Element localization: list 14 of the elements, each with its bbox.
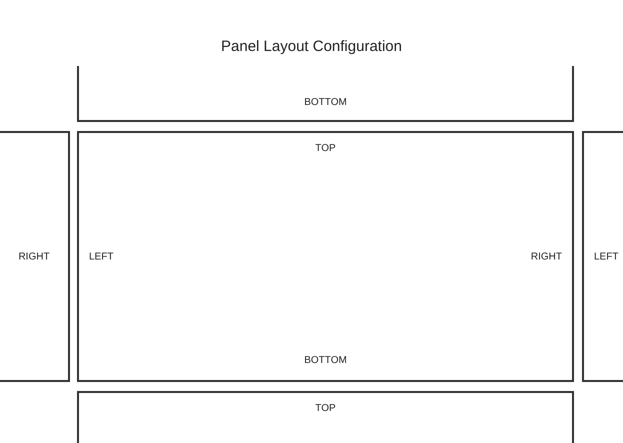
panel-label: TOP <box>315 403 336 414</box>
panel-label: RIGHT <box>18 251 50 262</box>
panel-frame <box>0 131 70 382</box>
diagram-title: Panel Layout Configuration <box>220 38 403 55</box>
panel-frame <box>582 131 623 382</box>
panel-frame <box>77 66 574 122</box>
panel-label: TOP <box>315 143 336 154</box>
panel-frame <box>77 131 574 382</box>
panel-label: LEFT <box>89 251 114 262</box>
panel-frame <box>77 391 574 443</box>
panel-label: LEFT <box>594 251 618 262</box>
panel-label: BOTTOM <box>304 355 347 366</box>
panel-label: BOTTOM <box>304 97 347 108</box>
panel-label: RIGHT <box>530 251 562 262</box>
